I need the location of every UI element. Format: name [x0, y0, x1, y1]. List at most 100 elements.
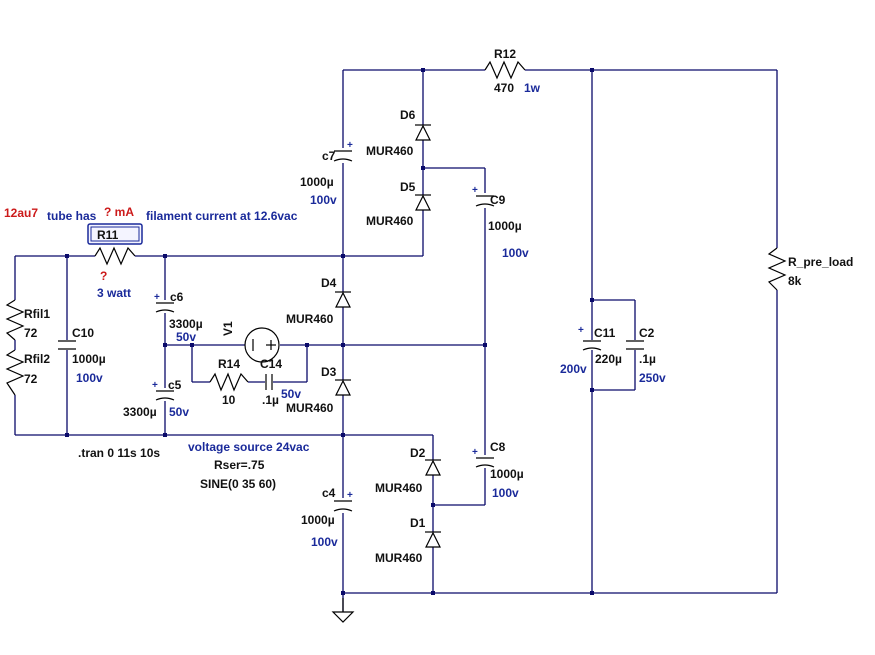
source-rser: Rser=.75: [214, 458, 265, 472]
junction-dots: [65, 68, 594, 595]
r12-note: 1w: [524, 81, 541, 95]
r11-highlight-box: [87, 223, 143, 245]
c7-value: 1000µ: [300, 175, 334, 189]
diode-d2[interactable]: [425, 459, 441, 476]
c9-ref: C9: [490, 193, 506, 207]
d6-model: MUR460: [366, 144, 414, 158]
c2-voltage: 250v: [639, 371, 666, 385]
diode-d6[interactable]: [415, 124, 431, 141]
c11-value: 220µ: [595, 352, 622, 366]
r12-value: 470: [494, 81, 514, 95]
ground-symbol: [331, 598, 355, 623]
c10-ref: C10: [72, 326, 94, 340]
r14-value: 10: [222, 393, 236, 407]
r11-note: 3 watt: [97, 286, 131, 300]
d5-ref: D5: [400, 180, 416, 194]
c4-value: 1000µ: [301, 513, 335, 527]
capacitor-c9[interactable]: +: [472, 185, 495, 207]
c14-value: .1µ: [262, 393, 279, 407]
d3-model: MUR460: [286, 401, 334, 415]
d2-model: MUR460: [375, 481, 423, 495]
diode-d4[interactable]: [335, 291, 351, 308]
rpre-value: 8k: [788, 274, 802, 288]
resistor-r14[interactable]: [209, 372, 249, 392]
c14-voltage: 50v: [281, 387, 301, 401]
diode-d1[interactable]: [425, 531, 441, 548]
svg-text:+: +: [154, 292, 160, 303]
c4-voltage: 100v: [311, 535, 338, 549]
r12-ref: R12: [494, 47, 516, 61]
voltage-source-v1[interactable]: [244, 327, 280, 363]
capacitor-c14[interactable]: [265, 374, 273, 390]
source-sine: SINE(0 35 60): [200, 477, 276, 491]
resistor-r11[interactable]: [94, 246, 136, 266]
r11-value: ?: [100, 269, 107, 283]
resistor-r-pre-load[interactable]: [767, 247, 787, 291]
c2-ref: C2: [639, 326, 655, 340]
svg-text:+: +: [152, 380, 158, 391]
capacitor-c8[interactable]: +: [472, 447, 495, 468]
c5-ref: c5: [168, 378, 182, 392]
c11-ref: C11: [594, 326, 616, 340]
rfil2-value: 72: [24, 372, 38, 386]
capacitor-c11[interactable]: +: [578, 325, 602, 351]
rfil1-ref: Rfil1: [24, 307, 50, 321]
v1-ref: V1: [221, 321, 235, 336]
tube-label: 12au7: [4, 206, 38, 220]
source-title: voltage source 24vac: [188, 440, 310, 454]
d6-ref: D6: [400, 108, 416, 122]
c10-voltage: 100v: [76, 371, 103, 385]
d5-model: MUR460: [366, 214, 414, 228]
filament-note: filament current at 12.6vac: [146, 209, 298, 223]
resistor-rfil1[interactable]: [5, 299, 25, 341]
c14-ref: C14: [260, 357, 282, 371]
svg-text:+: +: [347, 140, 353, 151]
diode-d5[interactable]: [415, 194, 431, 211]
c9-value: 1000µ: [488, 219, 522, 233]
svg-text:+: +: [472, 447, 478, 458]
c7-voltage: 100v: [310, 193, 337, 207]
svg-text:+: +: [347, 490, 353, 501]
wires: [14, 69, 778, 612]
d3-ref: D3: [321, 365, 337, 379]
d4-ref: D4: [321, 276, 337, 290]
c4-ref: c4: [322, 486, 336, 500]
d4-model: MUR460: [286, 312, 334, 326]
resistor-r12[interactable]: [484, 60, 526, 80]
c11-voltage: 200v: [560, 362, 587, 376]
c9-voltage: 100v: [502, 246, 529, 260]
r11-ref: R11: [97, 228, 119, 242]
r14-ref: R14: [218, 357, 240, 371]
d1-ref: D1: [410, 516, 426, 530]
rfil1-value: 72: [24, 326, 38, 340]
c8-ref: C8: [490, 440, 506, 454]
rpre-ref: R_pre_load: [788, 255, 853, 269]
capacitor-c7[interactable]: +: [333, 140, 353, 162]
labels: R12 470 1w D6 MUR460 D5 MUR460 D4 MUR460…: [4, 47, 853, 565]
c2-value: .1µ: [639, 352, 656, 366]
c10-value: 1000µ: [72, 352, 106, 366]
resistor-rfil2[interactable]: [5, 340, 25, 396]
d1-model: MUR460: [375, 551, 423, 565]
c8-value: 1000µ: [490, 467, 524, 481]
c5-value: 3300µ: [123, 405, 157, 419]
diode-d3[interactable]: [335, 379, 351, 396]
c6-value: 3300µ: [169, 317, 203, 331]
tube-note: tube has: [47, 209, 97, 223]
capacitor-c6[interactable]: +: [154, 292, 175, 313]
c8-voltage: 100v: [492, 486, 519, 500]
rfil2-ref: Rfil2: [24, 352, 50, 366]
c6-voltage: 50v: [176, 330, 196, 344]
capacitor-c10[interactable]: [58, 340, 76, 350]
capacitor-c4[interactable]: +: [333, 490, 353, 512]
tran-directive: .tran 0 11s 10s: [78, 446, 160, 460]
current-label: ? mA: [104, 205, 134, 219]
c7-ref: c7: [322, 149, 336, 163]
capacitor-c5[interactable]: +: [152, 380, 175, 401]
svg-text:+: +: [472, 185, 478, 196]
svg-text:+: +: [578, 325, 584, 336]
c5-voltage: 50v: [169, 405, 189, 419]
capacitor-c2[interactable]: [626, 340, 644, 350]
d2-ref: D2: [410, 446, 426, 460]
